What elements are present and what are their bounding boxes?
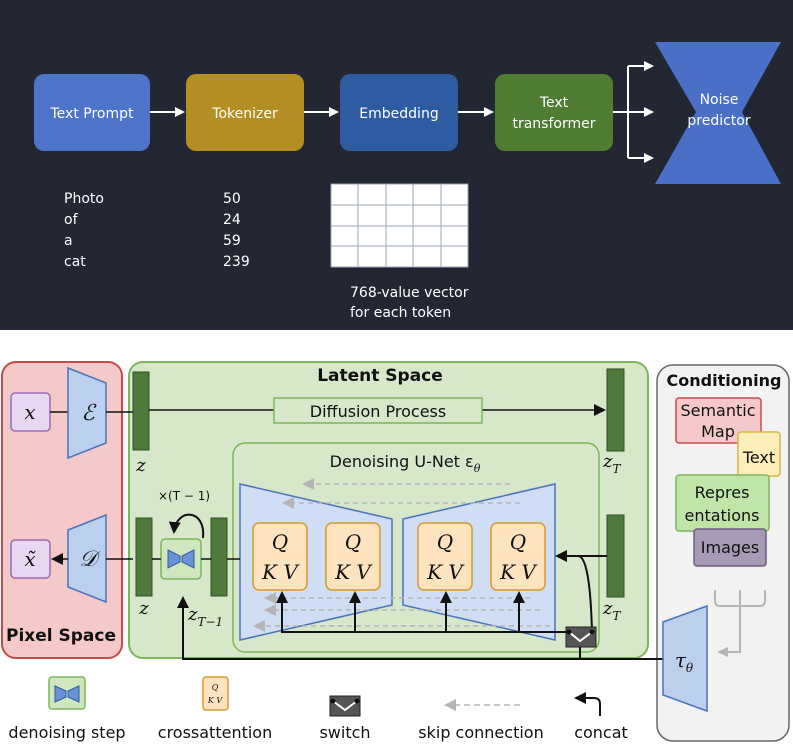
crossattention-block: Q K V [417, 522, 473, 591]
repeat-label: ×(T − 1) [158, 489, 210, 503]
latent-zT1-label: zT−1 [187, 604, 223, 629]
tau-theta-label: τθ [675, 648, 694, 675]
svg-text:Q: Q [437, 530, 453, 554]
vector-caption-2: for each token [350, 305, 451, 321]
denoising-unet-label: Denoising U-Net εθ [330, 452, 481, 475]
legend-concat-label: concat [574, 723, 628, 742]
token-word: of [64, 212, 79, 228]
token-id: 59 [223, 233, 241, 249]
diffusion-process-label: Diffusion Process [310, 402, 446, 421]
noise-predictor-shape [655, 42, 781, 184]
images-box [693, 528, 767, 567]
svg-text:K V: K V [261, 560, 300, 584]
token-id: 239 [223, 254, 250, 270]
pixel-space-label: Pixel Space [6, 626, 116, 646]
legend-concat-icon [574, 692, 601, 716]
encoder-shape [67, 366, 107, 460]
svg-text:K V: K V [499, 560, 538, 584]
svg-text:K V: K V [334, 560, 373, 584]
latent-z-label-2: z [138, 598, 149, 619]
conditioning-selector-lines [714, 590, 766, 653]
conditioning-label: Conditioning [667, 371, 782, 390]
noise-predictor-label-1: Noise [700, 92, 739, 108]
legend-crossattention-label: crossattention [158, 723, 272, 742]
latent-zT-label: zT [602, 451, 621, 476]
latent-z-bar [132, 371, 150, 451]
diffusion-process-box [273, 397, 483, 424]
token-id: 24 [223, 212, 241, 228]
latent-zT-bar [606, 368, 625, 452]
latent-z-label: z [135, 455, 146, 476]
latent-zT-label-2: zT [602, 598, 621, 623]
legend-denoising-step-icon [48, 676, 86, 710]
legend-denoising-step-label: denoising step [8, 723, 125, 742]
text-transformer-label-1: Text [539, 95, 569, 111]
vector-caption-1: 768-value vector [350, 285, 469, 301]
decoder-shape [67, 513, 107, 604]
svg-text:Q: Q [345, 530, 361, 554]
switch-icon [565, 626, 597, 648]
conditioning-route [276, 591, 567, 633]
svg-text:Q: Q [510, 530, 526, 554]
embedding-grid [330, 183, 469, 268]
svg-text:K V: K V [426, 560, 465, 584]
token-list: Photo of a cat 50 24 59 239 [64, 191, 250, 270]
svg-text:Q: Q [272, 530, 288, 554]
latent-diffusion-diagram: Pixel Space Latent Space Conditioning x … [1, 361, 790, 742]
legend-switch-icon [329, 695, 361, 717]
token-word: a [64, 233, 73, 249]
text-prompt-label: Text Prompt [50, 106, 134, 122]
x-input-label: x [24, 400, 35, 424]
decoder-label: 𝒟 [79, 547, 101, 572]
representations-label-2: entations [684, 506, 759, 525]
embedding-label: Embedding [359, 106, 438, 122]
token-word: cat [64, 254, 86, 270]
tokenizer-label: Tokenizer [211, 106, 278, 122]
latent-zT-bar-2 [606, 514, 625, 598]
token-id: 50 [223, 191, 241, 207]
semantic-map-label-2: Map [701, 422, 735, 441]
text-cond-label: Text [742, 448, 775, 467]
text-prompt-box [34, 74, 150, 151]
svg-text:Q: Q [212, 683, 219, 692]
semantic-map-label-1: Semantic [680, 401, 755, 420]
crossattention-block: Q K V [252, 522, 308, 591]
crossattention-block: Q K V [325, 522, 381, 591]
legend: denoising step Q K V crossattention swit… [8, 676, 628, 742]
text-transformer-box [495, 74, 613, 151]
svg-text:K V: K V [207, 696, 224, 705]
repeat-loop-arrow [168, 513, 205, 539]
conditioning-to-step-route [177, 596, 663, 660]
latent-zT1-bar [210, 517, 228, 597]
denoising-step-icon [160, 538, 202, 580]
encoder-label: ℰ [81, 401, 97, 426]
tau-theta-shape [662, 604, 708, 713]
legend-crossattention-icon: Q K V [202, 676, 229, 711]
x-tilde-output-box [10, 539, 51, 579]
tokenizer-box [186, 74, 304, 151]
text-transformer-label-2: transformer [512, 116, 595, 132]
noise-predictor-label-2: predictor [687, 113, 750, 129]
embedding-box [340, 74, 458, 151]
representations-label-1: Repres [695, 483, 750, 502]
crossattention-block: Q K V [490, 522, 546, 591]
legend-switch-label: switch [319, 723, 370, 742]
x-tilde-output-label: x̃ [24, 547, 36, 571]
latent-space-label: Latent Space [317, 366, 443, 386]
token-word: Photo [64, 191, 104, 207]
images-label: Images [701, 538, 759, 557]
text-encoding-pipeline: Text Prompt Tokenizer Embedding Text tra… [0, 0, 793, 330]
legend-skip-connection-label: skip connection [418, 723, 543, 742]
latent-z-bar-2 [135, 517, 153, 597]
